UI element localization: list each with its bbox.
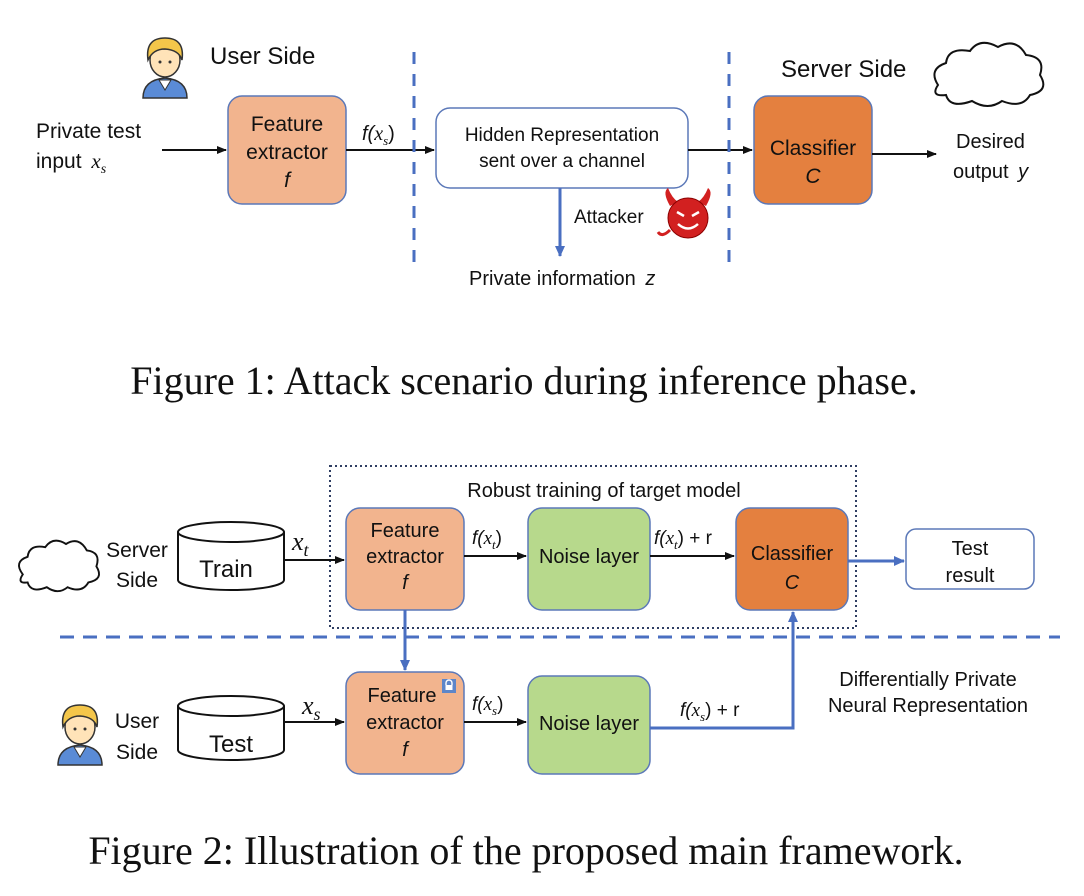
server-side-label-2: Side <box>116 569 158 592</box>
fxs-label: f(xs) <box>362 123 395 148</box>
noise-layer-user-box <box>527 675 651 775</box>
feature-extractor-label-1: Feature <box>251 113 323 136</box>
hidden-representation-label-1: Hidden Representation <box>465 125 659 146</box>
user-side-label: User Side <box>210 43 315 70</box>
classifier-box <box>753 95 873 205</box>
private-input-label-line2: input xs <box>36 149 107 177</box>
classifier-server-label-1: Classifier <box>751 543 834 565</box>
feature-extractor-server-label-1: Feature <box>371 520 440 542</box>
dp-label-2: Neural Representation <box>828 695 1028 717</box>
noise-to-classifier-user-arrow <box>650 611 798 730</box>
fxs-user-label: f(xs) <box>472 694 503 718</box>
figure-2: Robust training of target model Server S… <box>18 465 1060 873</box>
figure-2-caption: Figure 2: Illustration of the proposed m… <box>88 828 963 873</box>
test-database-icon <box>177 695 285 761</box>
test-result-box <box>905 528 1035 590</box>
desired-output-label-1: Desired <box>956 131 1025 153</box>
feature-extractor-server-label-2: extractor <box>366 546 444 568</box>
feature-extractor-label-3: f <box>284 169 292 192</box>
figure-1: User Side Private test input xs Feature … <box>36 37 1045 403</box>
test-result-label-2: result <box>946 565 995 587</box>
user-avatar-icon-2 <box>57 704 103 766</box>
test-result-label-1: Test <box>952 538 989 560</box>
feature-extractor-label-2: extractor <box>246 141 328 164</box>
xs-label: xs <box>301 691 321 724</box>
lock-icon <box>442 679 456 693</box>
dp-label-1: Differentially Private <box>839 669 1016 691</box>
noise-layer-server-label: Noise layer <box>539 546 639 568</box>
desired-output-label-2: output y <box>953 161 1029 183</box>
attacker-label: Attacker <box>574 207 644 228</box>
server-cloud-icon <box>18 539 100 593</box>
feature-extractor-user-label-2: extractor <box>366 712 444 734</box>
server-side-label-1: Server <box>106 539 168 562</box>
test-label: Test <box>209 731 253 758</box>
train-database-icon <box>177 521 285 591</box>
xt-label: xt <box>291 527 310 560</box>
hidden-representation-box <box>435 107 689 189</box>
devil-attacker-icon <box>656 188 711 239</box>
user-side-label-1: User <box>115 710 159 733</box>
user-avatar-icon <box>142 37 188 99</box>
private-information-label: Private information z <box>469 268 655 290</box>
classifier-server-label-2: C <box>785 572 800 594</box>
fxt-plus-r-label: f(xt) + r <box>654 528 713 552</box>
robust-training-label: Robust training of target model <box>467 480 741 502</box>
classifier-label-2: C <box>805 165 821 188</box>
noise-layer-user-label: Noise layer <box>539 713 639 735</box>
feature-extractor-server-label-3: f <box>402 572 410 594</box>
fxs-plus-r-label: f(xs) + r <box>680 700 740 724</box>
noise-layer-server-box <box>527 507 651 611</box>
fxt-label: f(xt) <box>472 528 502 552</box>
user-side-label-2: Side <box>116 741 158 764</box>
hidden-representation-label-2: sent over a channel <box>479 151 645 172</box>
classifier-label-1: Classifier <box>770 137 856 160</box>
server-side-label: Server Side <box>781 56 906 83</box>
private-input-label-line1: Private test <box>36 120 141 143</box>
classifier-server-box <box>735 507 849 611</box>
feature-extractor-user-label-1: Feature <box>368 685 437 707</box>
figure-1-caption: Figure 1: Attack scenario during inferen… <box>130 358 918 403</box>
feature-extractor-user-label-3: f <box>402 739 410 761</box>
train-label: Train <box>199 556 253 583</box>
cloud-icon <box>933 41 1045 107</box>
robust-training-frame <box>329 465 857 629</box>
